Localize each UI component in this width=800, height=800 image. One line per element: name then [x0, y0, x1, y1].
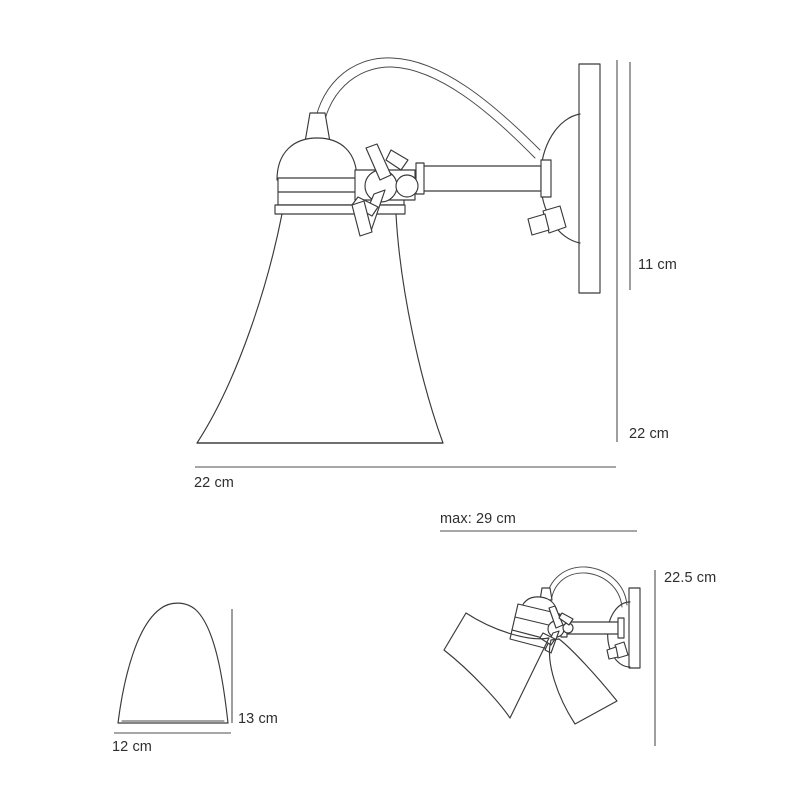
cable-gland-tip — [527, 213, 550, 236]
dim-label-height-11: 11 cm — [638, 257, 677, 273]
adj-cable-inner — [550, 572, 623, 608]
adj-cable-gland-tip — [606, 646, 619, 660]
wall-plate — [578, 63, 601, 294]
main-view-dimensions — [195, 60, 637, 532]
adj-arm-collar-wall — [617, 617, 625, 639]
adj-wall-plate — [628, 587, 641, 669]
adj-thumbscrew-upper — [548, 605, 564, 629]
dim-label-max-29: max: 29 cm — [440, 511, 516, 527]
adj-cable-outer — [545, 566, 628, 606]
dim-label-swing-225: 22.5 cm — [664, 570, 717, 586]
thumbscrew-upper — [365, 143, 392, 181]
shade-front-outline — [117, 602, 229, 724]
adj-shade-position-lower — [548, 638, 618, 725]
pivot-circle-small — [395, 174, 419, 198]
cable-outer — [312, 57, 541, 151]
adj-shade-position-upper — [443, 612, 550, 719]
main-side-view — [196, 57, 601, 444]
dim-label-shade-height-13: 13 cm — [238, 711, 278, 727]
shade-rim — [274, 204, 406, 215]
adj-arm-tube — [565, 621, 619, 635]
shade-front-view — [114, 602, 233, 734]
tilt-lever — [351, 200, 373, 237]
adjust-range-view — [443, 566, 656, 746]
dim-label-height-22: 22 cm — [629, 426, 669, 442]
cable-inner — [321, 66, 536, 159]
shade-body — [196, 213, 444, 444]
adj-thumbscrew-right — [558, 612, 574, 626]
shade-dome-cap — [276, 137, 358, 181]
arm-collar-wall — [540, 159, 552, 198]
thumbscrew-right — [385, 149, 409, 171]
dim-label-shade-width-12: 12 cm — [112, 739, 152, 755]
dim-label-depth-22: 22 cm — [194, 475, 234, 491]
arm-tube — [422, 165, 542, 192]
